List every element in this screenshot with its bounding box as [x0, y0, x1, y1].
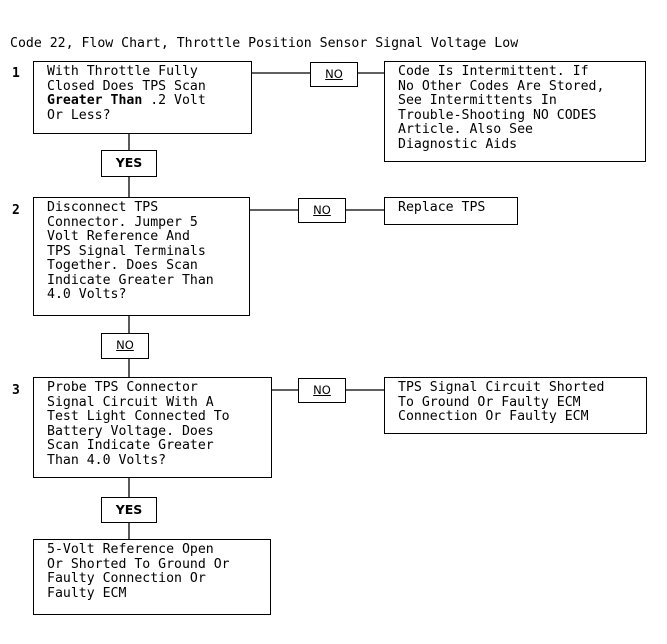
step-3-no-label: NO: [298, 378, 346, 403]
final-result: 5-Volt Reference Open Or Shorted To Grou…: [33, 539, 271, 615]
step-1-yes-label: YES: [101, 150, 157, 177]
step-1-question-pre: With Throttle Fully Closed Does TPS Scan: [47, 64, 206, 94]
chart-title: Code 22, Flow Chart, Throttle Position S…: [10, 36, 519, 51]
step-1-question-post: .2 Volt Or Less?: [47, 93, 206, 123]
step-2-down-no-label: NO: [101, 333, 149, 359]
step-3-question: Probe TPS Connector Signal Circuit With …: [33, 377, 272, 478]
step-number-3: 3: [12, 383, 20, 398]
step-2-no-label: NO: [298, 198, 346, 223]
step-3-no-result: TPS Signal Circuit Shorted To Ground Or …: [384, 377, 647, 434]
step-number-1: 1: [12, 66, 20, 81]
step-2-question: Disconnect TPS Connector. Jumper 5 Volt …: [33, 197, 250, 316]
step-1-question: With Throttle Fully Closed Does TPS Scan…: [33, 61, 252, 134]
step-2-no-result: Replace TPS: [384, 197, 518, 225]
step-1-question-bold: Greater Than: [47, 93, 143, 108]
step-1-no-label: NO: [310, 62, 358, 87]
step-1-no-result: Code Is Intermittent. If No Other Codes …: [384, 61, 646, 162]
step-3-yes-label: YES: [101, 497, 157, 523]
step-number-2: 2: [12, 203, 20, 218]
